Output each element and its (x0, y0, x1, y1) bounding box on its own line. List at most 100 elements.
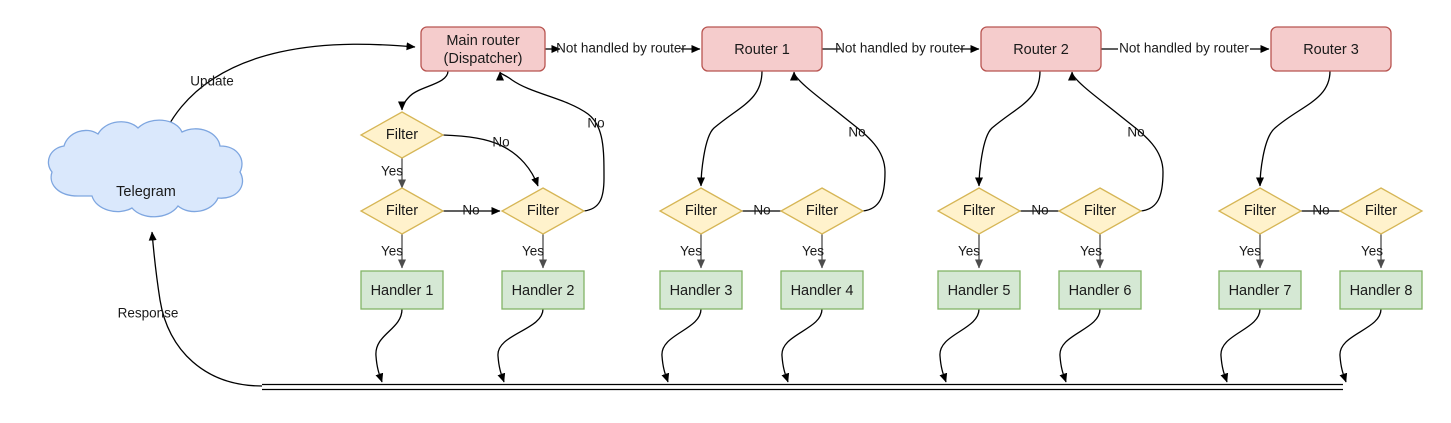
node-filter-b[interactable]: Filter (359, 187, 445, 235)
edge-handler-6-to-bar (1059, 308, 1101, 383)
edge-label-no-filter-2: No (848, 125, 865, 140)
node-filter-1[interactable]: Filter (658, 187, 744, 235)
node-filter-2[interactable]: Filter (779, 187, 865, 235)
filter-5-label: Filter (1244, 203, 1276, 219)
handler-8-label: Handler 8 (1350, 283, 1413, 299)
filter-5-diamond (1217, 187, 1303, 235)
edge-label-yes-filter-5: Yes (1239, 244, 1261, 259)
node-handler-5[interactable]: Handler 5 (937, 270, 1021, 310)
edge-filter-2-no-to-router1 (790, 71, 886, 212)
edge-label-no-filter-a: No (492, 135, 509, 150)
edge-label-no-filter-c: No (587, 116, 604, 131)
router-1-label: Router 1 (734, 42, 790, 58)
handler-4-box (780, 270, 864, 310)
edge-router3-to-filter-5 (1256, 70, 1331, 187)
node-handler-4[interactable]: Handler 4 (780, 270, 864, 310)
main-router-label-line1: Main router (446, 33, 520, 49)
main-router-box (420, 26, 546, 72)
edge-router1-to-filter-1 (697, 70, 763, 187)
handler-6-label: Handler 6 (1069, 283, 1132, 299)
edge-handler-5-to-bar (939, 308, 980, 383)
edge-mainrouter-to-filter-a (398, 70, 449, 111)
filter-a-diamond (359, 111, 445, 159)
handler-4-label: Handler 4 (791, 283, 854, 299)
node-main-router[interactable]: Main router (Dispatcher) (420, 26, 546, 72)
edge-filter-4-no-to-router2 (1068, 71, 1164, 212)
edge-label-yes-filter-c: Yes (522, 244, 544, 259)
edge-label-not-handled-1: Not handled by router (556, 41, 686, 56)
handler-3-box (659, 270, 743, 310)
node-filter-6[interactable]: Filter (1338, 187, 1424, 235)
edge-filter-a-no-to-filter-c (442, 134, 539, 187)
node-handler-6[interactable]: Handler 6 (1058, 270, 1142, 310)
handler-8-box (1339, 270, 1423, 310)
handler-7-box (1218, 270, 1302, 310)
edge-label-no-filter-b: No (462, 203, 479, 218)
filter-1-diamond (658, 187, 744, 235)
filter-3-label: Filter (963, 203, 995, 219)
node-filter-a[interactable]: Filter (359, 111, 445, 159)
telegram-cloud[interactable]: Telegram (47, 119, 244, 218)
edge-handler-8-to-bar (1339, 308, 1382, 383)
router-2-box (980, 26, 1102, 72)
filter-4-label: Filter (1084, 203, 1116, 219)
cloud-shape (47, 119, 244, 218)
node-handler-8[interactable]: Handler 8 (1339, 270, 1423, 310)
edge-label-yes-filter-4: Yes (1080, 244, 1102, 259)
edge-label-yes-filter-3: Yes (958, 244, 980, 259)
node-filter-5[interactable]: Filter (1217, 187, 1303, 235)
edge-response (148, 231, 263, 387)
filter-3-diamond (936, 187, 1022, 235)
handler-3-label: Handler 3 (670, 283, 733, 299)
filter-6-diamond (1338, 187, 1424, 235)
node-filter-4[interactable]: Filter (1057, 187, 1143, 235)
edge-label-response: Response (118, 306, 179, 321)
edge-label-yes-filter-1: Yes (680, 244, 702, 259)
handler-6-box (1058, 270, 1142, 310)
edge-label-yes-filter-6: Yes (1361, 244, 1383, 259)
main-router-label-line2: (Dispatcher) (444, 51, 523, 67)
node-handler-2[interactable]: Handler 2 (501, 270, 585, 310)
filter-a-label: Filter (386, 127, 418, 143)
filter-2-diamond (779, 187, 865, 235)
filter-b-diamond (359, 187, 445, 235)
node-filter-3[interactable]: Filter (936, 187, 1022, 235)
router-3-box (1270, 26, 1392, 72)
node-handler-7[interactable]: Handler 7 (1218, 270, 1302, 310)
node-router-1[interactable]: Router 1 (701, 26, 823, 72)
edge-handler-7-to-bar (1220, 308, 1261, 383)
edge-label-no-filter-4: No (1127, 125, 1144, 140)
router-2-label: Router 2 (1013, 42, 1069, 58)
filter-c-diamond (500, 187, 586, 235)
filter-2-label: Filter (806, 203, 838, 219)
handler-7-label: Handler 7 (1229, 283, 1292, 299)
node-handler-1[interactable]: Handler 1 (360, 270, 444, 310)
telegram-label: Telegram (116, 184, 176, 200)
handler-1-box (360, 270, 444, 310)
edge-label-update: Update (190, 74, 234, 89)
router-3-label: Router 3 (1303, 42, 1359, 58)
node-handler-3[interactable]: Handler 3 (659, 270, 743, 310)
edge-filter-c-no-to-mainrouter (496, 71, 605, 212)
node-router-2[interactable]: Router 2 (980, 26, 1102, 72)
filter-1-label: Filter (685, 203, 717, 219)
handler-2-label: Handler 2 (512, 283, 575, 299)
edge-label-no-filter-5: No (1312, 203, 1329, 218)
filter-c-label: Filter (527, 203, 559, 219)
edge-label-no-filter-3: No (1031, 203, 1048, 218)
edge-label-not-handled-2: Not handled by router (835, 41, 965, 56)
handler-1-label: Handler 1 (371, 283, 434, 299)
edge-label-yes-filter-2: Yes (802, 244, 824, 259)
node-router-3[interactable]: Router 3 (1270, 26, 1392, 72)
node-filter-c[interactable]: Filter (500, 187, 586, 235)
edge-router2-to-filter-3 (975, 70, 1041, 187)
edge-label-yes-filter-b: Yes (381, 244, 403, 259)
edge-label-not-handled-3: Not handled by router (1119, 41, 1249, 56)
edge-handler-4-to-bar (781, 308, 823, 383)
handler-2-box (501, 270, 585, 310)
filter-4-diamond (1057, 187, 1143, 235)
edge-label-no-filter-1: No (753, 203, 770, 218)
edge-label-yes-filter-a: Yes (381, 164, 403, 179)
